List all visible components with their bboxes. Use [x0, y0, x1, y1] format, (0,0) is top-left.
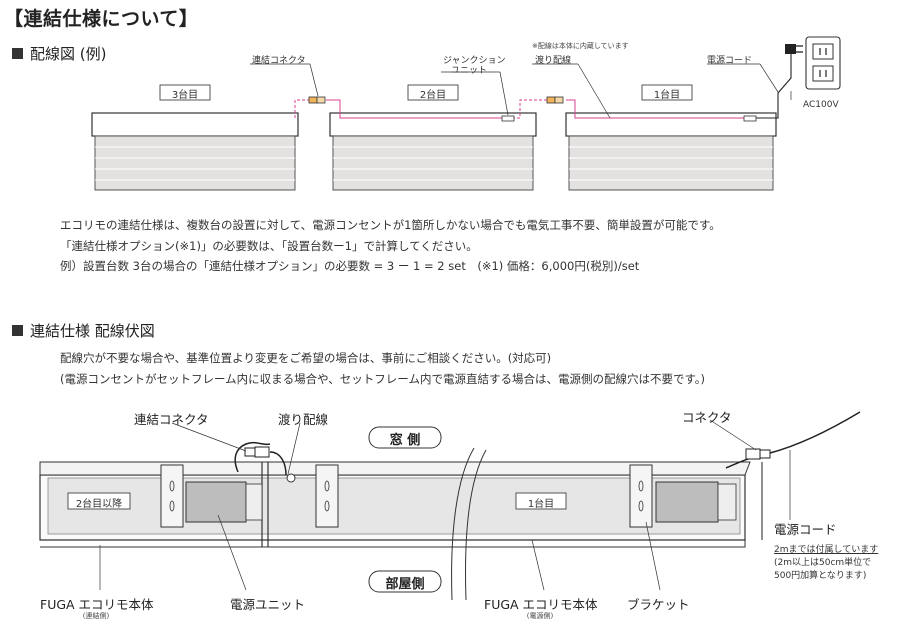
description-line-3: 例）設置台数 3台の場合の「連結仕様オプション」の必要数 = 3 ー 1 = 2…: [60, 259, 640, 273]
wiring-lines: [294, 99, 745, 119]
outlet-icon: [805, 36, 841, 90]
label-room-side: 部屋側: [385, 577, 425, 592]
power-cord-note-1: 2mまでは付属しています: [774, 545, 879, 555]
label-bracket: ブラケット: [627, 597, 690, 612]
unit-label-2-and-later: 2台目以降: [75, 499, 123, 510]
label-fuga-left-sub: (連結側): [82, 612, 110, 620]
label-crossover-bottom: 渡り配線: [278, 412, 329, 427]
label-fuga-right-sub: (電源側): [526, 612, 554, 620]
label-window-side: 窓 側: [389, 433, 421, 448]
section-heading-wiring-diagram: 配線図 (例): [12, 43, 106, 64]
label-junction-2: ユニット: [451, 66, 488, 76]
power-cord-note-3: 500円加算となります): [774, 571, 867, 581]
unit-label-1: 1台目: [653, 90, 681, 101]
label-power-cord: 電源コード: [707, 56, 753, 66]
label-connector: 連結コネクタ: [252, 56, 306, 66]
blind-unit-1: [565, 112, 777, 191]
description-line-2: 「連結仕様オプション(※1)」の必要数は、「設置台数ー1」で計算してください。: [60, 239, 478, 253]
label-wiring-note: ※配線は本体に内蔵しています: [532, 42, 629, 50]
layout-note-line-2: (電源コンセントがセットフレーム内に収まる場合や、セットフレーム内で電源直結する…: [60, 372, 706, 386]
label-fuga-left: FUGA エコリモ本体: [40, 597, 154, 612]
unit-label-3: 3台目: [171, 90, 199, 101]
label-power-unit: 電源ユニット: [230, 597, 306, 612]
description-line-1: エコリモの連結仕様は、複数台の設置に対して、電源コンセントが1箇所しかない場合で…: [60, 218, 721, 232]
label-junction-1: ジャンクション: [443, 56, 506, 66]
power-cord-note-2: (2m以上は50cm単位で: [774, 558, 872, 568]
page-title: 【連結仕様について】: [4, 8, 199, 30]
blind-unit-2: [329, 112, 537, 191]
layout-note-line-1: 配線穴が不要な場合や、基準位置より変更をご希望の場合は、事前にご相談ください。(…: [60, 351, 552, 365]
square-bullet-icon: [12, 48, 23, 59]
unit-label-2: 2台目: [419, 90, 447, 101]
unit-label-1-bottom: 1台目: [527, 499, 555, 510]
label-connector-bottom: 連結コネクタ: [134, 412, 209, 427]
label-fuga-right: FUGA エコリモ本体: [484, 597, 598, 612]
label-connector-right: コネクタ: [682, 410, 732, 425]
top-view-diagram: [39, 411, 861, 601]
blind-unit-3: [91, 112, 299, 191]
section-heading-text: 連結仕様 配線伏図: [30, 322, 155, 340]
label-power-cord-bottom: 電源コード: [774, 522, 837, 537]
square-bullet-icon: [12, 325, 23, 336]
label-crossover: 渡り配線: [535, 56, 572, 66]
label-ac100v: AC100V: [803, 100, 839, 110]
section-heading-text: 配線図 (例): [30, 45, 107, 63]
section-heading-wiring-layout: 連結仕様 配線伏図: [12, 320, 155, 341]
